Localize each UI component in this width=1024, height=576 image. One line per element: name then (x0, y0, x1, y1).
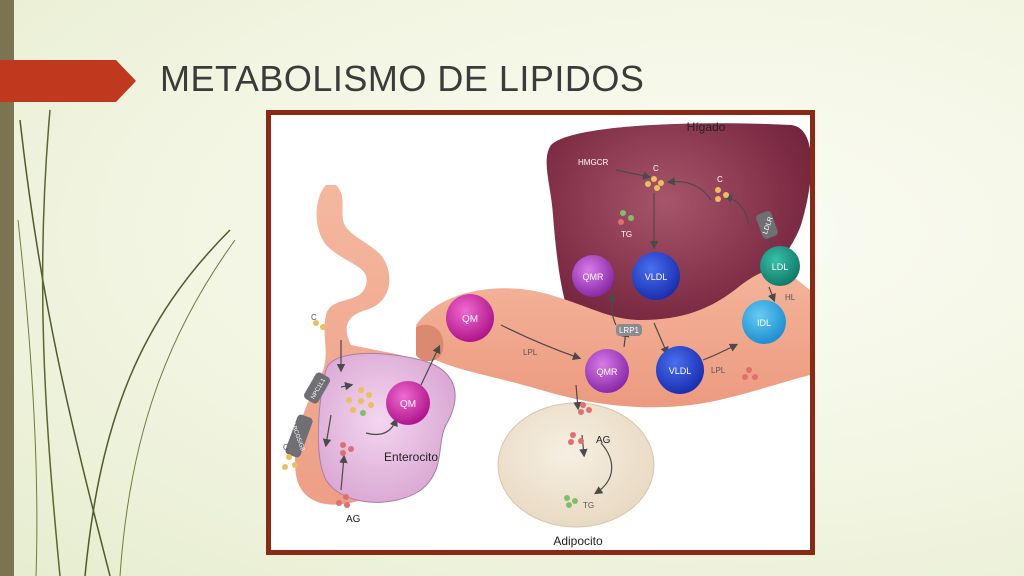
qmr-blood-particle: QMR (585, 349, 629, 393)
vessel-small-labels: HL LPL LPL C C TG (283, 293, 796, 510)
svg-text:QMR: QMR (597, 367, 618, 377)
vldl-liver-particle: VLDL (632, 252, 680, 300)
ldlr-receptor: LDLR (756, 211, 778, 239)
c-liver-label-2: C (717, 175, 723, 184)
svg-text:LDL: LDL (772, 262, 789, 272)
lipid-metabolism-diagram: LDLR LRP1 NPC1L1 ABCG5/G8 (271, 115, 810, 550)
diagram-canvas: LDLR LRP1 NPC1L1 ABCG5/G8 (282, 120, 810, 548)
qm-blood-particle: QM (446, 294, 494, 342)
c-liver-label-1: C (653, 164, 659, 173)
lpl-label-2: LPL (711, 366, 726, 375)
ag-bottom-label: AG (346, 514, 361, 525)
page-title: METABOLISMO DE LIPIDOS (160, 58, 645, 99)
qmr-liver-particle: QMR (572, 255, 614, 297)
c-gut-label-2: C (283, 443, 289, 452)
title-accent-arrow (0, 60, 136, 102)
qm-enterocyte-particle: QM (386, 381, 430, 425)
tg-adipo-label: TG (583, 501, 594, 510)
ldl-particle: LDL (760, 246, 800, 286)
c-gut-label-1: C (311, 313, 317, 322)
hl-label: HL (785, 293, 796, 302)
liver-small-labels: HMGCR C C TG (578, 158, 723, 239)
tg-liver-label: TG (621, 230, 632, 239)
svg-text:QMR: QMR (583, 272, 604, 282)
svg-text:VLDL: VLDL (669, 366, 692, 376)
svg-text:QM: QM (400, 399, 416, 410)
abcg5g8-transporter: ABCG5/G8 (285, 414, 313, 458)
vldl-blood-particle: VLDL (656, 346, 704, 394)
svg-text:IDL: IDL (757, 318, 771, 328)
blood-vessel-shape (416, 269, 810, 408)
svg-text:QM: QM (462, 314, 478, 325)
lipid-dots (282, 176, 758, 508)
liver-label: Hígado (687, 120, 726, 134)
idl-particle: IDL (742, 300, 786, 344)
svg-text:LRP1: LRP1 (619, 326, 640, 335)
decorative-swirl-lines (17, 109, 236, 576)
lpl-label-1: LPL (523, 348, 538, 357)
left-decorative-bar (0, 0, 14, 576)
adipocyte-shape (497, 402, 655, 528)
lrp1-receptor: LRP1 (616, 324, 642, 336)
enterocyte-label: Enterocito (384, 450, 438, 464)
flow-arrows (322, 169, 776, 495)
adipocyte-label: Adipocito (553, 534, 603, 548)
enterocyte-shape (317, 353, 456, 503)
ag-adipocyte-label: AG (596, 435, 611, 446)
svg-text:VLDL: VLDL (645, 272, 668, 282)
hmgcr-label: HMGCR (578, 158, 608, 167)
